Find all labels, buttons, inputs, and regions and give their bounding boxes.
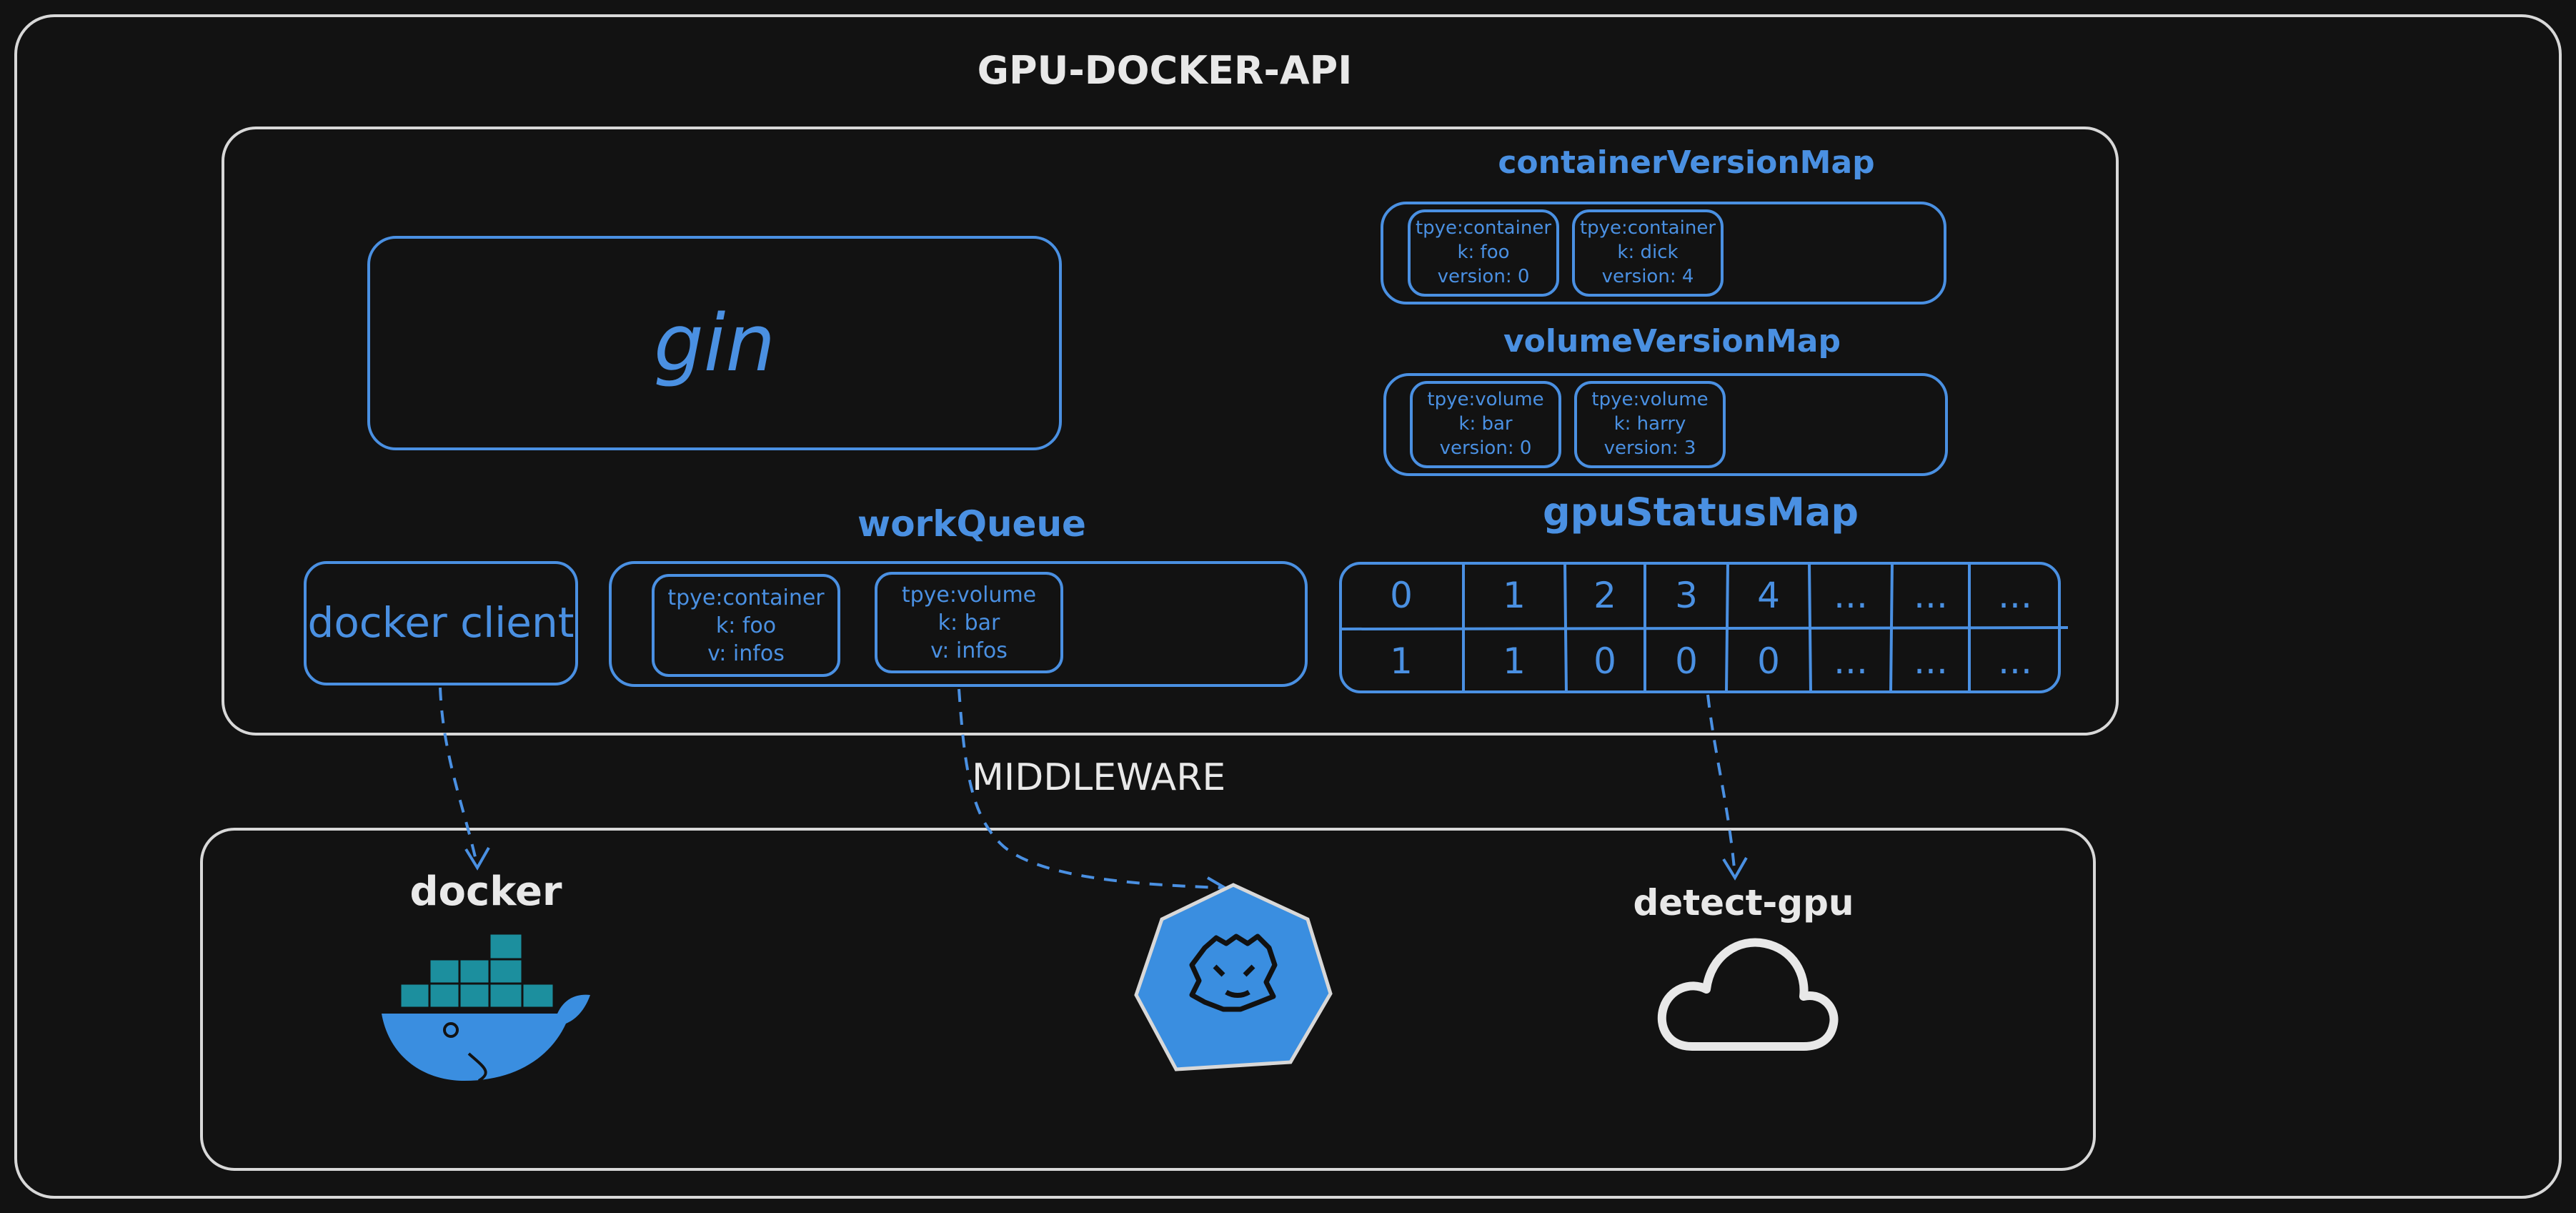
entry-key: k: bar	[1458, 413, 1513, 435]
gpu-status-cell: ...	[1914, 640, 1948, 682]
volume-version-map-title: volumeVersionMap	[1503, 323, 1841, 360]
item-value: v: infos	[930, 638, 1008, 663]
entry-version: version: 3	[1603, 437, 1696, 459]
gin-label: gin	[653, 297, 776, 389]
gpu-status-map-title: gpuStatusMap	[1542, 490, 1859, 535]
entry-key: k: dick	[1617, 242, 1679, 264]
middleware-container	[200, 828, 2096, 1171]
entry-version: version: 0	[1439, 437, 1532, 459]
item-key: k: bar	[938, 610, 1000, 635]
detect-gpu-label: detect-gpu	[1633, 882, 1854, 924]
gpu-status-cell: 1	[1503, 640, 1526, 682]
arrow-docker-client-to-docker	[439, 687, 479, 867]
gpu-status-cell: ...	[1834, 640, 1868, 682]
gpu-index-cell: 2	[1593, 575, 1616, 616]
entry-key: k: foo	[1457, 242, 1510, 264]
item-type: tpye:container	[667, 585, 825, 610]
docker-client-label: docker client	[307, 598, 575, 647]
container-version-map-title: containerVersionMap	[1498, 144, 1875, 181]
arrow-gpu-status-to-detect-gpu	[1706, 694, 1736, 877]
gpu-status-cell: 1	[1390, 640, 1413, 682]
gpu-index-cell: ...	[1998, 575, 2032, 616]
api-container	[222, 127, 2119, 736]
middleware-label: MIDDLEWARE	[972, 756, 1226, 799]
entry-key: k: harry	[1613, 413, 1686, 435]
gpu-index-cell: 3	[1675, 575, 1698, 616]
work-queue-item: tpye:container k: foo v: infos	[652, 574, 840, 677]
gpu-index-cell: 1	[1503, 575, 1526, 616]
gpu-status-cell: 0	[1675, 640, 1698, 682]
gpu-index-cell: 4	[1757, 575, 1780, 616]
volume-version-entry: tpye:volume k: harry version: 3	[1574, 381, 1726, 468]
gpu-grid-lines	[1338, 561, 2069, 694]
entry-type: tpye:container	[1579, 217, 1716, 239]
entry-type: tpye:container	[1415, 217, 1552, 239]
docker-client-box	[304, 561, 578, 685]
gpu-index-cell: 0	[1390, 575, 1413, 616]
container-version-entry: tpye:container k: dick version: 4	[1572, 209, 1724, 297]
work-queue-item: tpye:volume k: bar v: infos	[875, 572, 1063, 673]
container-version-map-box	[1381, 202, 1946, 305]
entry-version: version: 4	[1601, 265, 1694, 287]
item-value: v: infos	[707, 640, 785, 666]
container-version-entry: tpye:container k: foo version: 0	[1408, 209, 1559, 297]
gpu-index-cell: ...	[1914, 575, 1948, 616]
arrow-work-queue-to-etcd	[958, 688, 1224, 889]
work-queue-box	[609, 561, 1308, 687]
gpu-status-cell: ...	[1998, 640, 2032, 682]
gpu-index-cell: ...	[1834, 575, 1868, 616]
docker-label: docker	[409, 868, 562, 915]
etcd-icon	[1134, 883, 1333, 1071]
gpu-status-cell: 0	[1593, 640, 1616, 682]
item-type: tpye:volume	[901, 582, 1037, 608]
docker-whale-icon	[382, 932, 590, 1082]
gin-box	[367, 236, 1062, 450]
cloud-icon	[1657, 938, 1839, 1051]
volume-version-entry: tpye:volume k: bar version: 0	[1410, 381, 1561, 468]
item-key: k: foo	[715, 613, 777, 638]
diagram-title: GPU-DOCKER-API	[977, 48, 1353, 93]
volume-version-map-box	[1383, 373, 1948, 476]
entry-version: version: 0	[1437, 265, 1530, 287]
outer-frame	[14, 14, 2562, 1199]
gpu-status-cell: 0	[1757, 640, 1780, 682]
entry-type: tpye:volume	[1591, 389, 1709, 411]
entry-type: tpye:volume	[1427, 389, 1544, 411]
work-queue-title: workQueue	[857, 503, 1086, 545]
